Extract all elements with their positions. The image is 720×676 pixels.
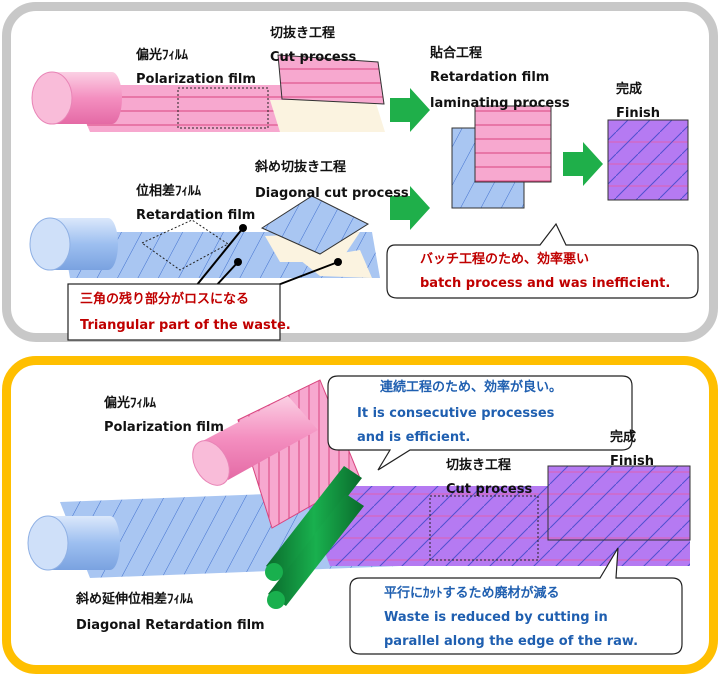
finished-sheet-top [607,119,689,201]
top-cut-process-en: Cut process [270,50,357,65]
retardation-en: Retardation film [136,208,256,223]
arrow-to-finish [563,142,603,186]
top-cut-process-jp: 切抜き工程 [270,26,336,41]
bottom-cut-en: Cut process [446,482,533,497]
diag-ret-en: Diagonal Retardation film [76,618,265,633]
consecutive-jp: 連続工程のため、効率が良い。 [380,380,563,395]
batch-callout-shape [386,222,699,299]
waste-reduced-en-2: parallel along the edge of the raw. [384,634,639,649]
top-finish-jp: 完成 [616,82,643,97]
lamination-roller-1 [266,466,362,578]
consecutive-en-2: and is efficient. [357,430,471,445]
diag-cut-en: Diagonal cut process [255,186,409,201]
finished-sheet-bottom [547,465,691,541]
consecutive-callout-shape [327,375,633,471]
arrow-to-laminate [390,88,430,132]
laminate-en-2: laminating process [430,96,570,111]
laminate-jp: 貼合工程 [430,46,483,61]
bottom-finish-en: Finish [610,454,655,469]
retardation-jp: 位相差ﾌｨﾙﾑ [136,184,202,199]
waste-jp: 三角の残り部分がロスになる [80,292,250,307]
batch-jp: バッチ工程のため、効率悪い [420,252,590,267]
batch-en: batch process and was inefficient. [420,276,671,291]
arrow-to-laminate-2 [390,186,430,230]
waste-reduced-callout-shape [349,547,683,655]
bottom-cut-jp: 切抜き工程 [446,458,512,473]
waste-en: Triangular part of the waste. [80,318,291,333]
waste-reduced-en-1: Waste is reduced by cutting in [384,610,608,625]
cut-pink-piece [277,54,385,105]
diagonal-cut-piece [260,195,370,255]
waste-label-box [67,283,281,341]
top-polarization-jp: 偏光ﾌｨﾙﾑ [136,48,189,63]
laminate-en-1: Retardation film [430,70,550,85]
bottom-polarization-en: Polarization film [104,420,224,435]
waste-reduced-jp: 平行にｶｯﾄするため廃材が減る [384,586,560,601]
diag-ret-jp: 斜め延伸位相差ﾌｨﾙﾑ [76,592,194,607]
bottom-polarization-jp: 偏光ﾌｨﾙﾑ [104,396,157,411]
top-polarization-en: Polarization film [136,72,256,87]
laminated-pink-sheet [474,105,552,183]
bottom-finish-jp: 完成 [610,430,637,445]
consecutive-en-1: It is consecutive processes [357,406,555,421]
diag-cut-jp: 斜め切抜き工程 [255,160,347,175]
top-finish-en: Finish [616,106,661,121]
lamination-roller-2 [268,494,364,606]
